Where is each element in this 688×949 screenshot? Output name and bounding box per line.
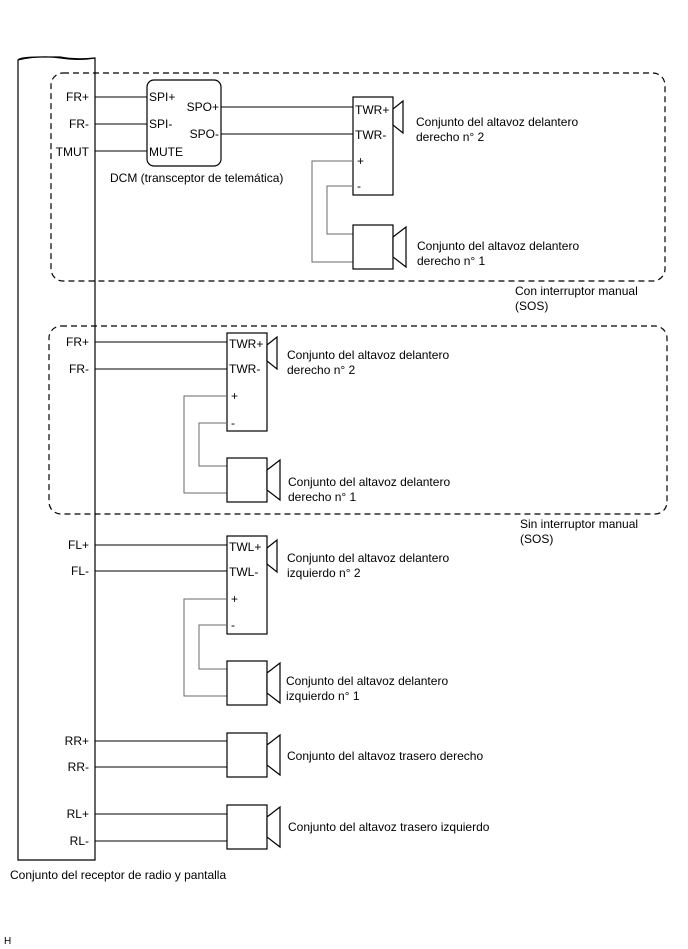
speaker-rear-left-box — [226, 804, 268, 850]
rear-left-speaker: RL+ RL- Conjunto del altavoz trasero izq… — [67, 804, 490, 850]
group-without-switch-border — [48, 325, 668, 515]
speaker-front-left-1-label-2: izquierdo n° 1 — [286, 689, 360, 703]
dcm-pin-mute: MUTE — [149, 145, 183, 159]
pin-fr-plus: FR+ — [66, 90, 89, 104]
head-unit-label: Conjunto del receptor de radio y pantall… — [10, 868, 226, 882]
dcm-pin-spi-minus: SPI- — [149, 117, 172, 131]
pin-rl-plus: RL+ — [67, 807, 89, 821]
pin-tmut: TMUT — [56, 145, 90, 159]
speaker-front-right-2-box — [352, 96, 394, 196]
pin-fr-plus-b: FR+ — [66, 335, 89, 349]
dcm-label: DCM (transceptor de telemática) — [110, 171, 283, 185]
pin-plus: + — [357, 154, 364, 168]
speaker-b-front-right-2-box — [226, 332, 268, 432]
rear-right-speaker: RR+ RR- Conjunto del altavoz trasero der… — [65, 732, 483, 778]
pin-twl-minus: TWL- — [229, 565, 258, 579]
pin-minus: - — [357, 179, 361, 193]
group-with-switch-border — [50, 72, 666, 282]
speaker-rear-right-label: Conjunto del altavoz trasero derecho — [287, 749, 483, 763]
dcm-pin-spo-minus: SPO- — [190, 127, 219, 141]
group-with-switch-label-2: (SOS) — [515, 299, 548, 313]
speaker-front-right-1-label: Conjunto del altavoz delantero — [417, 239, 579, 253]
head-unit: Conjunto del receptor de radio y pantall… — [10, 56, 226, 882]
speaker-front-left-1-cone — [266, 661, 281, 705]
speaker-front-right-1-box — [352, 224, 394, 270]
speaker-b-front-right-1-label-2: derecho n° 1 — [288, 490, 357, 504]
speaker-front-right-2-label: Conjunto del altavoz delantero — [416, 115, 578, 129]
speaker-b-front-right-2-cone — [266, 335, 278, 371]
dcm-pin-spo-plus: SPO+ — [187, 100, 219, 114]
group-with-switch-label: Con interruptor manual — [515, 284, 638, 298]
speaker-b-front-right-1-box — [226, 457, 268, 503]
pin-rr-minus: RR- — [68, 760, 89, 774]
pin-b-twr-plus: TWR+ — [229, 337, 263, 351]
speaker-rear-right-box — [226, 732, 268, 778]
speaker-front-right-2-cone — [392, 99, 404, 135]
pin-b-minus: - — [231, 416, 235, 430]
group-with-switch: Con interruptor manual (SOS) FR+ FR- TMU… — [50, 72, 666, 313]
pin-b-plus: + — [231, 389, 238, 403]
pin-rl-minus: RL- — [70, 834, 89, 848]
speaker-front-left-2-label: Conjunto del altavoz delantero — [287, 551, 449, 565]
pin-twl-plus: TWL+ — [229, 540, 261, 554]
speaker-front-left-2-label-2: izquierdo n° 2 — [287, 566, 361, 580]
speaker-front-right-1-label-2: derecho n° 1 — [417, 254, 486, 268]
speaker-b-front-right-2-label: Conjunto del altavoz delantero — [287, 348, 449, 362]
pin-b-twr-minus: TWR- — [229, 362, 260, 376]
speaker-b-front-right-2-label-2: derecho n° 2 — [287, 363, 356, 377]
speaker-rear-left-label: Conjunto del altavoz trasero izquierdo — [288, 820, 490, 834]
speaker-front-left-1-label: Conjunto del altavoz delantero — [286, 674, 448, 688]
pin-twr-minus: TWR- — [355, 128, 386, 142]
pin-rr-plus: RR+ — [65, 734, 89, 748]
dcm-box — [146, 79, 222, 167]
speaker-front-left-2-box — [226, 535, 268, 635]
speaker-front-right-1-cone — [392, 225, 407, 269]
pin-fr-minus-b: FR- — [69, 362, 89, 376]
speaker-b-front-right-1-cone — [266, 458, 281, 502]
figure-code: H — [4, 936, 11, 947]
pin-fl-plus: FL+ — [68, 538, 89, 552]
pin-fl-spk-plus: + — [231, 592, 238, 606]
group-without-switch-label: Sin interruptor manual — [520, 517, 638, 531]
group-without-switch-label-2: (SOS) — [520, 532, 553, 546]
group-without-switch: Sin interruptor manual (SOS) FR+ FR- TWR… — [48, 325, 668, 546]
pin-twr-plus: TWR+ — [355, 103, 389, 117]
dcm-pin-spi-plus: SPI+ — [149, 90, 175, 104]
speaker-rear-left-cone — [266, 805, 281, 849]
pin-fl-minus: FL- — [71, 564, 89, 578]
speaker-front-left-2-cone — [266, 538, 278, 574]
speaker-front-right-2-label-2: derecho n° 2 — [416, 130, 485, 144]
pin-fl-spk-minus: - — [231, 618, 235, 632]
speaker-rear-right-cone — [266, 733, 281, 777]
pin-fr-minus: FR- — [69, 117, 89, 131]
speaker-b-front-right-1-label: Conjunto del altavoz delantero — [288, 475, 450, 489]
front-left-speakers: FL+ FL- TWL+ TWL- + - Conjunto del altav… — [68, 535, 449, 706]
speaker-front-left-1-box — [226, 660, 268, 706]
